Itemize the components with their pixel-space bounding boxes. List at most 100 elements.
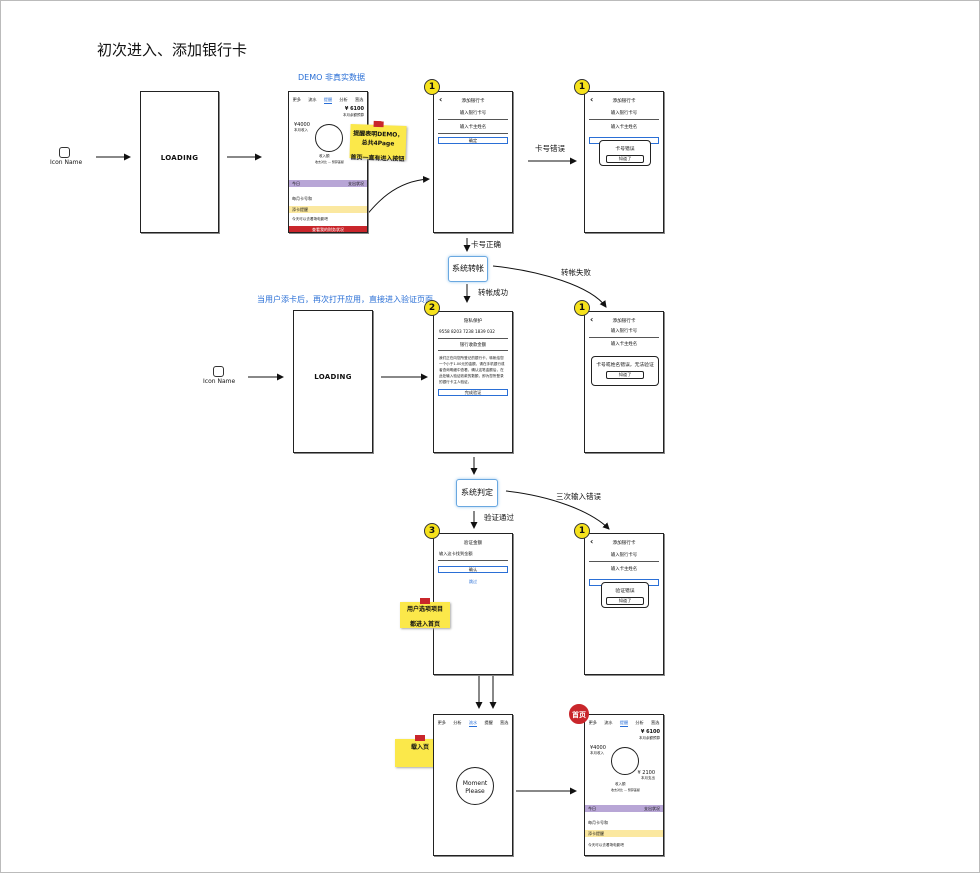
tab-select[interactable]: 营选 [499,720,509,725]
tab-select[interactable]: 营选 [354,97,364,102]
loading-screen-1: LOADING [140,91,219,233]
process-transfer: 系统转帐 [448,256,488,282]
center-sub: 收支对比 — 预算差额 [611,788,640,792]
card-error-dialog: 卡号错误 知道了 [599,140,651,166]
balance-amount: ¥ 6100 [344,106,364,112]
page-title: 初次进入、添加银行卡 [97,41,248,59]
app-icon-label-2: Icon Name [203,378,236,385]
label-three-errors: 三次输入错误 [556,492,601,501]
tab-select[interactable]: 营选 [650,720,660,725]
item-card[interactable]: 每月卡号和 [588,820,608,825]
arrow-three-errors [505,490,610,530]
complete-verify-button[interactable]: 完成验证 [438,389,508,396]
balance-sub: 本月余额预算 [343,113,364,117]
card-number-field[interactable]: 输入银行卡号 [459,111,487,116]
app-icon-2 [213,366,224,377]
tab-flow[interactable]: 流水 [468,720,478,727]
balance-sub: 本月余额预算 [639,736,660,740]
card-number-field[interactable]: 输入银行卡号 [610,111,638,116]
back-icon[interactable]: ‹ [590,537,594,546]
dialog-message: 卡号或姓名错误，无法验证 [596,363,654,368]
tab-remind[interactable]: 提醒 [619,720,629,727]
card-name-field[interactable]: 输入卡主姓名 [610,567,638,572]
home-tabs: 更多 流水 提醒 分析 营选 [585,720,663,727]
tab-more[interactable]: 更多 [588,720,597,725]
tab-more[interactable]: 更多 [292,97,301,102]
load-sticky-text: 载入页 [410,744,429,751]
verify-confirm-button[interactable]: 确认 [438,566,508,573]
amount-label[interactable]: 银行收款金额 [459,343,487,348]
label-card-correct: 卡号正确 [471,240,501,249]
movie-item[interactable]: 今天可以去看场电影吧 [292,217,328,221]
card-name-field[interactable]: 输入卡主姓名 [610,342,638,347]
item-card[interactable]: 每月卡号和 [292,196,312,201]
today-label: 今日 [588,806,596,811]
home-final-screen: 更多 流水 提醒 分析 营选 ¥ 6100 本月余额预算 ¥4000 本月收入 … [584,714,664,856]
badge-2: 2 [424,300,440,316]
protect-description: 我们正在向您所登记的银行卡，转帐给您一个小于1.00元的金额，请在手机银行或者查… [439,356,505,384]
option-sticky-line1: 用户选项项目 [406,606,443,613]
home-tabs: 更多 流水 提醒 分析 营选 [289,97,367,104]
add-card-reminder[interactable]: 添卡提醒 [289,206,367,213]
app-icon-label: Icon Name [50,159,83,166]
loading-screen-2: LOADING [293,310,373,453]
income-sub: 本月收入 [294,128,308,132]
tab-flow[interactable]: 流水 [308,97,317,102]
verify-error-screen: ‹ 添加银行卡 输入银行卡号 输入卡主姓名 验证错误 知道了 [584,533,664,675]
center-label: 收入额 [615,782,626,786]
add-card-title: 添加银行卡 [612,99,636,104]
tab-remind[interactable]: 提醒 [484,720,493,725]
verify-amount-field[interactable]: 输入这卡找到金额 [439,551,473,556]
demo-sticky-line1: 提醒表明DEMO，总共4Page [353,130,404,148]
dialog-message: 卡号错误 [615,147,635,152]
badge-3: 3 [424,523,440,539]
tab-more[interactable]: 更多 [437,720,446,725]
badge-1-c: 1 [574,300,590,316]
label-transfer-fail: 转帐失败 [561,268,591,277]
badge-1-a: 1 [424,79,440,95]
arrow-transfer-fail [492,265,607,308]
center-label: 收入额 [319,154,330,158]
card-number-field[interactable]: 输入银行卡号 [610,329,638,334]
name-error-dialog: 卡号或姓名错误，无法验证 知道了 [591,356,659,386]
label-transfer-success: 转帐成功 [478,288,508,297]
home-demo-screen: 更多 流水 提醒 分析 营选 ¥ 6100 本月余额预算 ¥4000 本月收入 … [288,91,368,233]
demo-sticky-line2: 首页一直有进入按钮 [350,154,405,163]
back-icon[interactable]: ‹ [590,95,594,104]
tab-analysis[interactable]: 分析 [453,720,462,725]
tab-analysis[interactable]: 分析 [635,720,644,725]
add-card-reminder[interactable]: 添卡提醒 [585,830,663,837]
expense-sub: 本月支出 [641,776,655,780]
skip-link[interactable]: 跳过 [469,579,477,584]
tab-flow[interactable]: 流水 [604,720,613,725]
label-card-error: 卡号错误 [535,144,565,153]
demo-sticky: 提醒表明DEMO，总共4Page 首页一直有进入按钮 [349,120,407,163]
confirm-button[interactable]: 确定 [438,137,508,144]
loading-text: LOADING [160,154,199,162]
demo-note: DEMO 非真实数据 [298,73,365,82]
protect-screen: 隐私保护 9558 8203 7238 1839 032 银行收款金额 我们正在… [433,311,513,453]
badge-home: 首页 [569,704,589,724]
card-name-field[interactable]: 输入卡主姓名 [459,125,487,130]
tab-analysis[interactable]: 分析 [339,97,348,102]
add-card-title: 添加银行卡 [461,99,485,104]
moment-spinner: Moment Please [456,767,494,805]
dialog-ok-button[interactable]: 知道了 [606,371,644,379]
movie-item[interactable]: 今天可以去看场电影吧 [588,843,624,847]
budget-circle [611,747,639,775]
tab-remind[interactable]: 提醒 [323,97,333,104]
label-verify-pass: 验证通过 [484,513,514,522]
dialog-ok-button[interactable]: 知道了 [606,155,644,163]
back-icon[interactable]: ‹ [439,95,443,104]
balance-amount: ¥ 6100 [640,729,660,735]
card-number-field[interactable]: 输入银行卡号 [610,553,638,558]
dialog-ok-button[interactable]: 知道了 [606,597,644,605]
today-strip: 今日支出状况 [585,805,663,812]
process-judge: 系统判定 [456,479,498,507]
expense-amount: ¥ 2100 [637,770,656,776]
card-name-field[interactable]: 输入卡主姓名 [610,125,638,130]
add-card-title: 添加银行卡 [612,541,636,546]
back-icon[interactable]: ‹ [590,315,594,324]
footer-button[interactable]: 查看我的财务状况 [289,226,367,232]
loading-text: LOADING [314,373,352,381]
